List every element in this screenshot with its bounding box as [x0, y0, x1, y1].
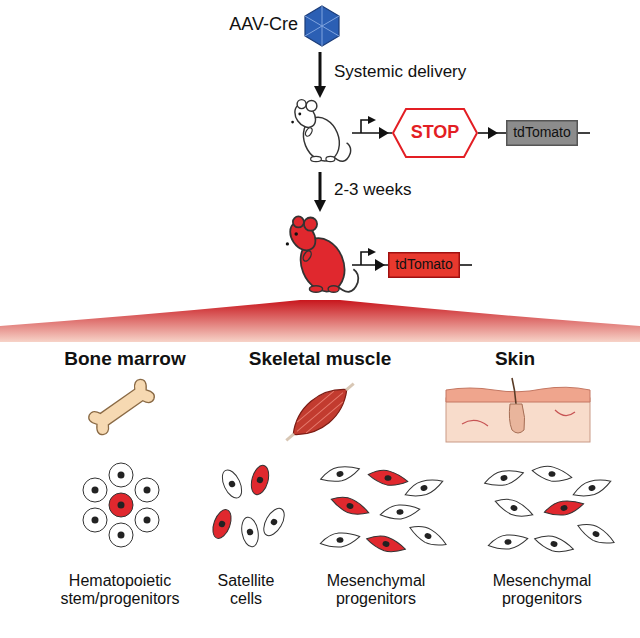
tissue-fan [0, 300, 640, 342]
red-mouse [285, 216, 358, 298]
tissue-heading: Skeletal muscle [225, 348, 415, 370]
cell-label: Hematopoietic stem/progenitors [40, 572, 200, 609]
aav-icon [305, 6, 339, 46]
skin-icon [446, 378, 590, 442]
node-text: tdTomato [513, 125, 571, 140]
tissue-heading: Bone marrow [30, 348, 220, 370]
mouse [291, 100, 351, 167]
step-label: 2-3 weeks [334, 180, 534, 200]
node-text: STOP [411, 123, 460, 143]
hematopoietic-cells [83, 463, 159, 547]
dna-line [478, 132, 506, 134]
step-arrow [319, 172, 322, 206]
mesenchymal-cells [319, 462, 449, 556]
step-arrow [319, 52, 322, 92]
step-label: Systemic delivery [334, 62, 534, 82]
bone-icon [87, 377, 157, 437]
stop-cassette: STOP [392, 108, 478, 158]
vector-label: AAV-Cre [200, 14, 298, 35]
cell-label: Mesenchymal progenitors [318, 572, 434, 609]
tissue-heading: Skin [440, 348, 590, 370]
node-text: tdTomato [395, 257, 453, 272]
muscle-icon [277, 373, 362, 451]
reporter-box: tdTomato [388, 252, 460, 278]
reporter-box: tdTomato [506, 120, 578, 146]
cell-label: Satellite cells [200, 572, 292, 609]
satellite-cells [209, 463, 288, 548]
skin-mesenchymal-cells [483, 464, 617, 556]
cell-label: Mesenchymal progenitors [484, 572, 600, 609]
